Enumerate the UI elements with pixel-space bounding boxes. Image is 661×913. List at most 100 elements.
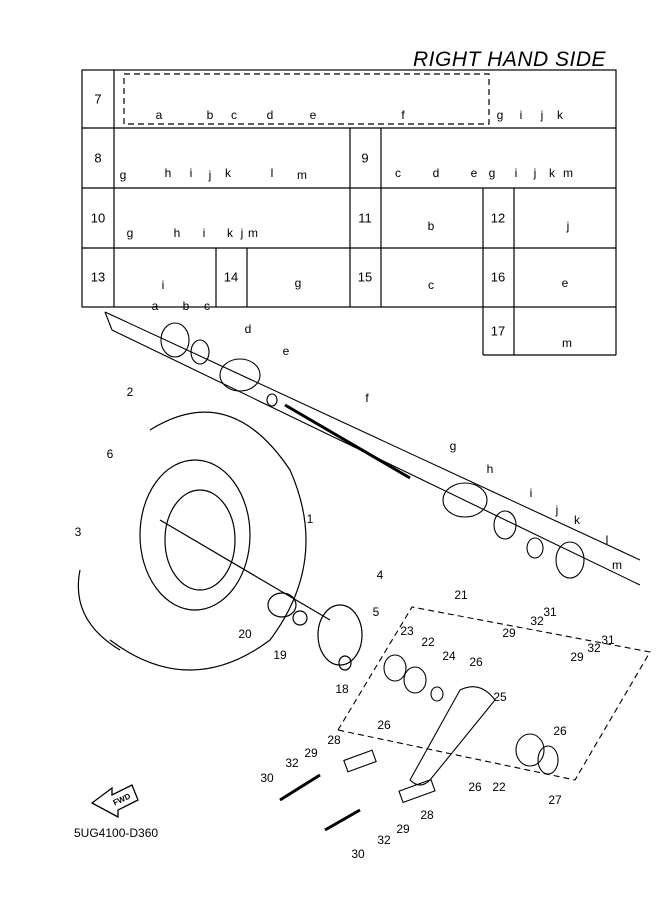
callout: g (449, 439, 457, 453)
part-letter: j (208, 168, 212, 182)
callout: 28 (420, 808, 434, 822)
callout: 28 (327, 733, 341, 747)
callout: 21 (454, 588, 468, 602)
callout: 27 (548, 793, 562, 807)
part-letter: i (519, 108, 523, 122)
part-letter: e (470, 166, 478, 180)
callout: j (555, 503, 559, 517)
part-letter: g (488, 166, 496, 180)
part-letter: b (427, 219, 435, 233)
part-letter: d (266, 108, 274, 122)
row-number: 10 (90, 210, 106, 226)
row-number: 7 (94, 91, 102, 107)
part-letter: a (155, 108, 163, 122)
callout: 3 (74, 525, 82, 539)
callout: 24 (442, 649, 456, 663)
callout: 29 (396, 822, 410, 836)
part-letter: h (164, 166, 172, 180)
part-letter: j (240, 226, 244, 240)
row-number: 16 (490, 269, 506, 285)
callout: a (151, 299, 159, 313)
callout: 26 (468, 780, 482, 794)
callout: 29 (304, 746, 318, 760)
callout: m (612, 558, 622, 572)
callout: 30 (260, 771, 274, 785)
part-letter: m (297, 168, 307, 182)
row-number: 11 (358, 210, 372, 226)
part-letter: j (566, 219, 570, 233)
part-letter: c (395, 166, 401, 180)
part-letter: g (119, 168, 127, 182)
row-number: 12 (490, 210, 506, 226)
row-number: 9 (361, 150, 369, 166)
callout: 29 (570, 650, 584, 664)
part-letter: i (514, 166, 518, 180)
parts-table-grid (81, 69, 617, 356)
fwd-arrow-icon (90, 784, 139, 819)
callout: 30 (351, 847, 365, 861)
shaft-assembly-outline (104, 311, 641, 586)
callout: 32 (587, 641, 601, 655)
part-letter: m (562, 336, 572, 350)
row-number: 14 (223, 269, 239, 285)
callout: k (574, 513, 580, 527)
part-letter: g (126, 226, 134, 240)
callout: 2 (126, 385, 134, 399)
callout: 18 (335, 682, 349, 696)
part-letter: k (225, 166, 231, 180)
part-letter: c (231, 108, 237, 122)
row-number: 8 (94, 150, 102, 166)
callout: l (605, 533, 609, 547)
part-letter: c (428, 278, 434, 292)
callout: 32 (530, 614, 544, 628)
callout: b (182, 299, 190, 313)
page-title: RIGHT HAND SIDE (413, 48, 607, 71)
callout: 26 (377, 718, 391, 732)
part-letter: m (563, 166, 573, 180)
part-letter: j (540, 108, 544, 122)
part-letter: h (173, 226, 181, 240)
diagram-code: 5UG4100-D360 (74, 826, 159, 840)
part-letter: f (401, 108, 405, 122)
part-letter: k (557, 108, 563, 122)
row-number: 13 (90, 269, 106, 285)
wheel-drawing (77, 411, 363, 671)
row-number: 15 (357, 269, 373, 285)
callout: d (244, 322, 252, 336)
callout: 25 (493, 690, 507, 704)
callout: 6 (106, 447, 114, 461)
part-letter: i (189, 166, 193, 180)
callout: 19 (273, 648, 287, 662)
callout: 20 (238, 627, 252, 641)
swingarm-drawing (279, 606, 651, 832)
callout: 32 (285, 756, 299, 770)
callout: c (204, 299, 210, 313)
part-letter: m (248, 226, 258, 240)
callout: f (365, 391, 369, 405)
callout: 32 (377, 833, 391, 847)
part-letter: j (533, 166, 537, 180)
callout: 31 (543, 605, 557, 619)
part-letter: i (161, 278, 165, 292)
callout: 26 (553, 724, 567, 738)
callout: 29 (502, 626, 516, 640)
callout: 1 (306, 512, 314, 526)
callout: 26 (469, 655, 483, 669)
part-letter: k (227, 226, 233, 240)
part-letter: g (294, 276, 302, 290)
callout: 5 (372, 605, 380, 619)
part-letter: l (270, 166, 274, 180)
part-letter: e (561, 276, 569, 290)
callout: 22 (492, 780, 506, 794)
callout: 23 (400, 624, 414, 638)
part-letter: e (309, 108, 317, 122)
callout: h (486, 462, 494, 476)
row-number: 17 (490, 323, 506, 339)
callout: e (282, 344, 290, 358)
part-letter: k (549, 166, 555, 180)
part-letter: d (432, 166, 440, 180)
part-letter: g (496, 108, 504, 122)
part-letter: b (206, 108, 214, 122)
callout: i (529, 486, 533, 500)
